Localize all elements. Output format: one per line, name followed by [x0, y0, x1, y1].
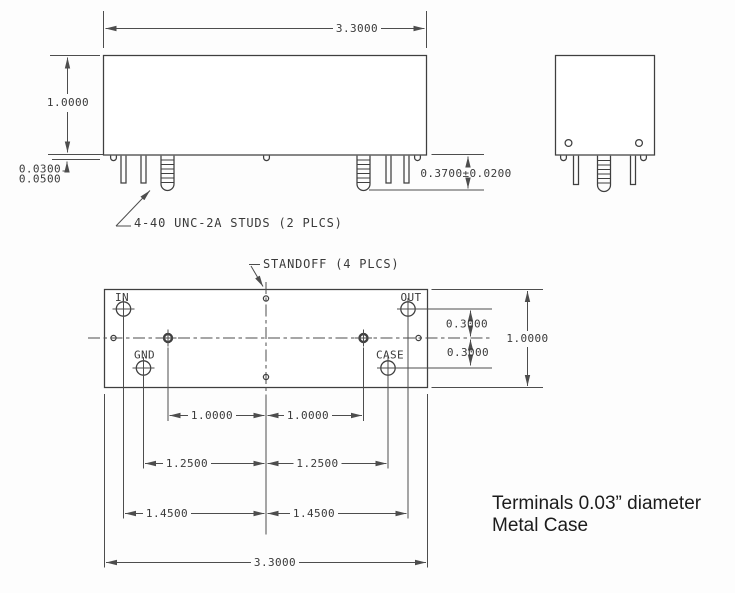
terminal-in: IN	[112, 291, 135, 320]
pin	[385, 155, 392, 184]
standoff-bump	[413, 155, 422, 162]
pin	[140, 155, 147, 184]
dim-text-in-offset: 1.4500	[146, 507, 188, 520]
dim-standoff-gap: 0.0300 0.0500	[19, 159, 100, 186]
annotation-notes: Terminals 0.03” diameter Metal Case	[492, 493, 702, 536]
terminal-label-case: CASE	[376, 349, 404, 362]
dim-text-side-width: 3.3000	[336, 22, 378, 35]
dim-text-standoff-max: 0.0500	[19, 173, 61, 186]
standoff-hole	[262, 295, 270, 302]
standoff-note-text: STANDOFF (4 PLCS)	[263, 257, 399, 271]
standoff-bump	[262, 155, 271, 162]
dim-out-offset: 0.3000	[446, 310, 488, 337]
bottom-view: IN OUT GND CASE STANDOFF (4 PLCS)	[88, 257, 548, 569]
standoff-hole	[415, 334, 422, 342]
terminal-hole	[564, 138, 573, 148]
stud-position	[355, 329, 372, 347]
standoff-hole	[262, 373, 270, 381]
dim-outer-terminal-spacing: 1.4500 1.4500	[125, 507, 407, 520]
studs-note-text: 4-40 UNC-2A STUDS (2 PLCS)	[134, 216, 343, 230]
dim-text-overall-width: 3.3000	[254, 556, 296, 569]
pin	[572, 155, 580, 186]
dim-text-out-offset: 0.3000	[446, 318, 488, 331]
dim-text-side-height: 1.0000	[47, 96, 89, 109]
dim-overall-width: 3.3000	[106, 556, 426, 569]
standoff-bump	[639, 155, 648, 162]
mounting-stud	[596, 155, 612, 193]
dim-text-stud-left: 1.0000	[191, 409, 233, 422]
dim-case-offset: 0.3000	[447, 339, 489, 366]
mounting-stud	[356, 155, 371, 192]
pin	[629, 155, 637, 186]
terminal-label-out: OUT	[400, 291, 421, 304]
mounting-stud	[160, 155, 175, 192]
dim-inner-terminal-spacing: 1.2500 1.2500	[145, 457, 387, 470]
dim-stud-projection: 0.3700±0.0200	[369, 154, 511, 191]
dim-side-width: 3.3000	[103, 11, 427, 48]
standoff-bump	[559, 155, 568, 162]
pin	[120, 155, 127, 184]
dim-text-stud-right: 1.0000	[287, 409, 329, 422]
dim-text-case-offset-x: 1.2500	[296, 457, 338, 470]
dim-side-height: 1.0000	[47, 55, 103, 155]
terminal-case: CASE	[376, 349, 404, 379]
dim-text-standoff-min: 0.0300	[19, 163, 61, 176]
extension-lines	[104, 289, 543, 568]
terminals-note-text: Terminals 0.03” diameter	[492, 493, 702, 514]
material-note-text: Metal Case	[492, 515, 588, 536]
terminal-label-in: IN	[115, 291, 129, 304]
end-view	[554, 54, 656, 193]
standoff-bump	[109, 155, 118, 162]
dim-text-out-offset-x: 1.4500	[293, 507, 335, 520]
dim-text-case-offset: 0.3000	[447, 346, 489, 359]
dim-stud-spacing: 1.0000 1.0000	[169, 409, 362, 422]
studs-leader-note: 4-40 UNC-2A STUDS (2 PLCS)	[115, 190, 343, 230]
terminal-gnd: GND	[132, 349, 155, 379]
dim-text-gnd-offset: 1.2500	[166, 457, 208, 470]
case-outline-side	[102, 54, 428, 156]
terminal-label-gnd: GND	[134, 349, 155, 362]
terminal-out: OUT	[397, 291, 421, 320]
stud-position	[159, 329, 177, 347]
standoff-hole	[110, 334, 117, 342]
dim-text-stud-projection: 0.3700±0.0200	[420, 167, 511, 180]
side-view: 3.3000 1.0000 0.0300 0.0500 0.3700±0.020…	[19, 11, 511, 230]
case-outline-end	[554, 54, 656, 156]
standoff-leader-note: STANDOFF (4 PLCS)	[249, 257, 399, 287]
dim-text-depth: 1.0000	[506, 332, 548, 345]
terminal-hole	[634, 138, 644, 148]
pin	[403, 155, 410, 184]
dim-depth: 1.0000	[506, 291, 548, 386]
